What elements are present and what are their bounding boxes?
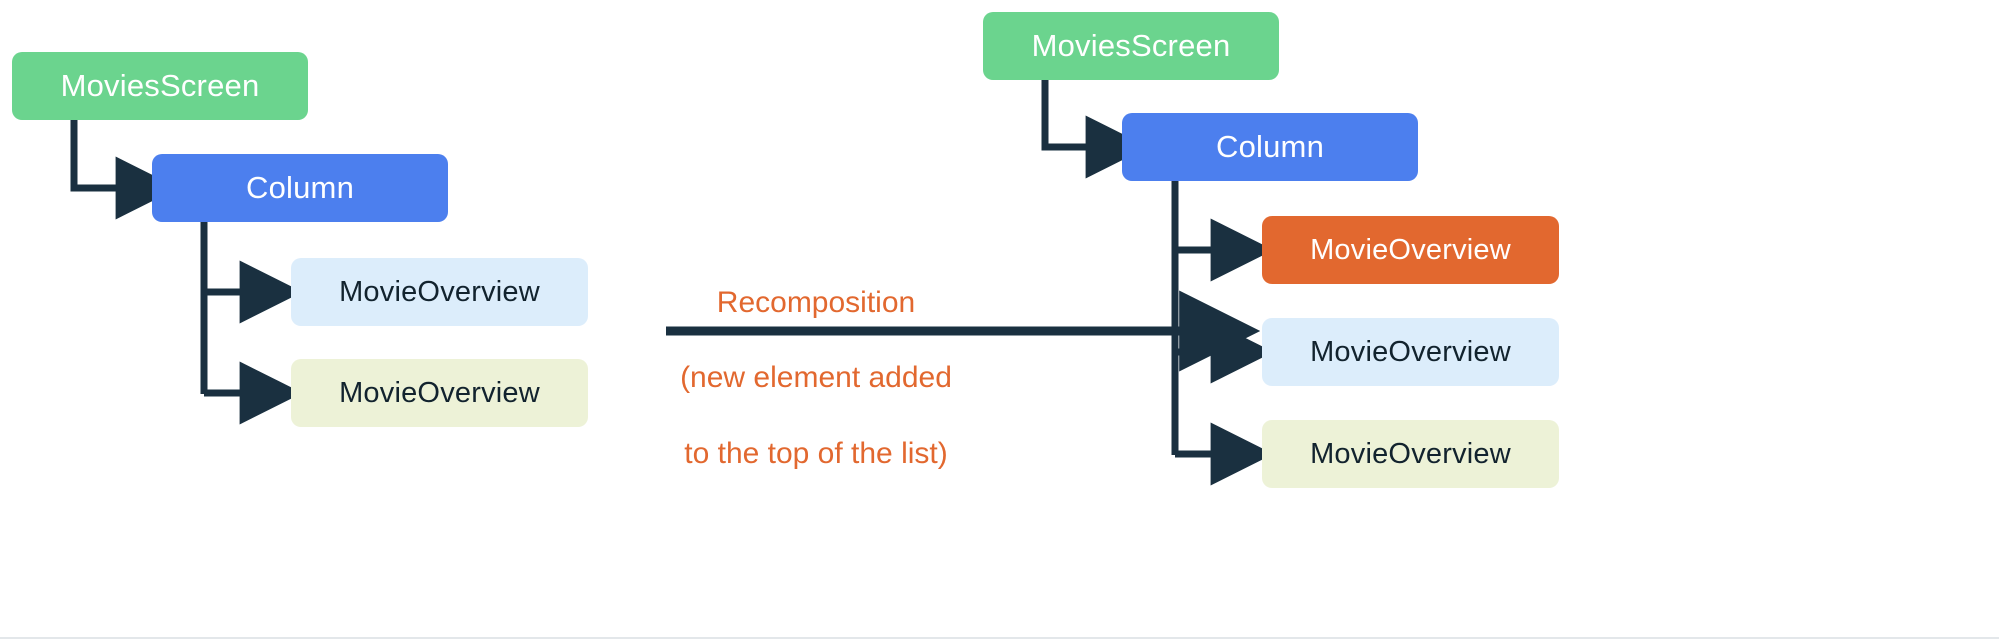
before-movies-screen-node[interactable]: MoviesScreen <box>12 52 308 120</box>
after-movie-overview-label-new: MovieOverview <box>1310 233 1511 266</box>
before-movie-overview-label-2: MovieOverview <box>339 376 540 409</box>
before-movie-overview-node-1[interactable]: MovieOverview <box>291 258 588 326</box>
bottom-divider <box>0 637 1999 639</box>
recomposition-caption: Recomposition (new element added to the … <box>660 246 972 511</box>
before-movie-overview-node-2[interactable]: MovieOverview <box>291 359 588 427</box>
before-column-label: Column <box>245 170 355 205</box>
recomposition-caption-line-3: to the top of the list) <box>684 436 948 470</box>
wire-column-spine-right <box>1171 181 1274 486</box>
after-movies-screen-label: MoviesScreen <box>1031 28 1231 63</box>
wire-screen-to-column-left <box>70 120 179 220</box>
recomposition-caption-line-1: Recomposition <box>716 285 916 319</box>
before-column-node[interactable]: Column <box>152 154 448 222</box>
wire-column-spine-left <box>200 222 303 425</box>
after-movie-overview-node-1[interactable]: MovieOverview <box>1262 318 1559 386</box>
after-movie-overview-node-2[interactable]: MovieOverview <box>1262 420 1559 488</box>
after-column-label: Column <box>1215 129 1325 164</box>
recomposition-caption-line-2: (new element added <box>680 361 952 395</box>
after-column-node[interactable]: Column <box>1122 113 1418 181</box>
before-movies-screen-label: MoviesScreen <box>60 68 260 103</box>
before-movie-overview-label-1: MovieOverview <box>339 275 540 308</box>
wire-screen-to-column-right <box>1041 80 1149 179</box>
after-movie-overview-node-new[interactable]: MovieOverview <box>1262 216 1559 284</box>
after-movie-overview-label-2: MovieOverview <box>1310 437 1511 470</box>
after-movies-screen-node[interactable]: MoviesScreen <box>983 12 1279 80</box>
after-movie-overview-label-1: MovieOverview <box>1310 335 1511 368</box>
